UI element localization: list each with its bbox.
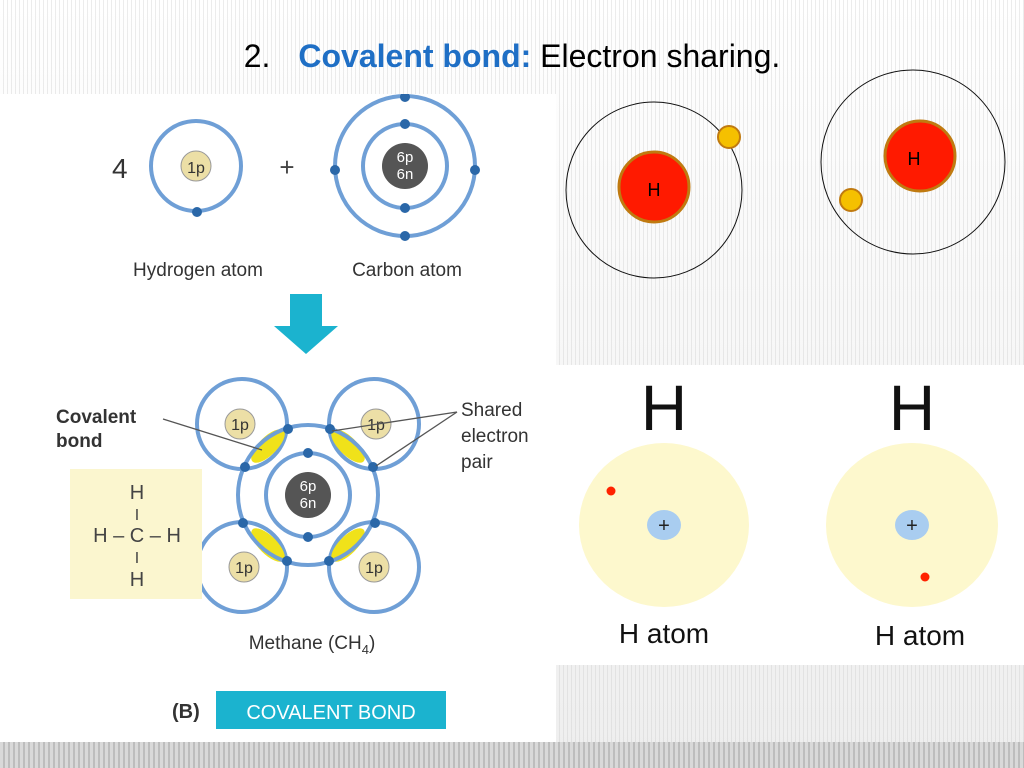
carbon-outer-orbit <box>236 423 380 567</box>
shared-electron <box>370 518 380 528</box>
formula-bottom-h: H <box>130 569 144 591</box>
shared-electron <box>368 462 378 472</box>
carbon-inner-electron <box>400 203 410 213</box>
h-atom-clouds-svg: H H + + H atom H atom <box>579 372 998 651</box>
shared-electron <box>325 424 335 434</box>
right-h-electron <box>920 572 930 582</box>
covalent-bond-figure-svg: 4 1p + 6p 6n Hydrogen atom Carbon atom <box>56 92 529 729</box>
shared-electron <box>282 556 292 566</box>
carbon-outer-electron <box>400 92 410 102</box>
shared-electron-region <box>251 429 285 463</box>
slide-title-rest: Electron sharing. <box>540 38 781 74</box>
methane-molecule: 6p 6n 1p 1p 1p 1p <box>195 377 421 614</box>
covalent-bond-label-line1: Covalent <box>56 407 137 428</box>
hydrogen-proton-label: 1p <box>235 560 253 577</box>
formula-bottom-bond: I <box>135 550 139 567</box>
left-hydrogen-nucleus <box>617 150 691 224</box>
hydrogen-count: 4 <box>112 153 128 184</box>
plus-sign: + <box>279 152 294 182</box>
right-h-nucleus-sign: + <box>906 515 918 537</box>
carbon-nucleus-bottom: 6n <box>397 166 414 183</box>
hydrogen-proton <box>358 551 390 583</box>
shared-electron <box>324 556 334 566</box>
shared-electron <box>240 462 250 472</box>
hydrogen-proton-label: 1p <box>367 417 385 434</box>
panel-title-bar <box>216 691 446 729</box>
hydrogen-proton <box>228 551 260 583</box>
shared-electron-region <box>331 429 365 463</box>
right-hydrogen-nucleus <box>883 119 957 193</box>
carbon-outer-electron <box>470 165 480 175</box>
hydrogen-proton-label: 1p <box>231 417 249 434</box>
slide-number: 2. <box>243 38 271 74</box>
covalent-bond-label-line2: bond <box>56 431 102 452</box>
left-h-nucleus-sign: + <box>658 515 670 537</box>
left-h-electron <box>606 486 616 496</box>
shared-leader-line <box>375 411 458 467</box>
shared-electron-region <box>331 528 365 562</box>
hydrogen-proton <box>180 150 212 182</box>
carbon-nucleus-top: 6p <box>300 478 317 495</box>
right-h-nucleus <box>895 510 929 540</box>
hydrogen-caption: Hydrogen atom <box>133 260 263 281</box>
carbon-inner-electron <box>303 532 313 542</box>
carbon-nucleus-bottom: 6n <box>300 495 317 512</box>
left-atom-orbit <box>565 101 743 279</box>
carbon-outer-electron <box>330 165 340 175</box>
left-h-nucleus <box>647 510 681 540</box>
slide-bottom-stripe <box>0 742 1024 768</box>
hydrogen-electron <box>192 207 202 217</box>
carbon-nucleus <box>382 143 428 189</box>
hydrogen-proton-label: 1p <box>365 560 383 577</box>
left-hydrogen-label: H <box>648 180 661 200</box>
panel-letter: (B) <box>172 701 200 723</box>
right-hydrogen-electron <box>839 188 863 212</box>
covalent-bond-leader-line <box>162 418 263 451</box>
down-arrow-icon <box>274 294 338 354</box>
formula-top-h: H <box>130 482 144 504</box>
shared-label-line1: Shared <box>461 400 522 421</box>
left-h-caption: H atom <box>619 618 709 649</box>
carbon-nucleus-top: 6p <box>397 149 414 166</box>
hydrogen-proton-label: 1p <box>187 160 205 177</box>
methane-caption: Methane (CH4) <box>249 633 376 657</box>
covalent-bond-figure: 4 1p + 6p 6n Hydrogen atom Carbon atom <box>0 92 556 742</box>
left-hydrogen-electron <box>717 125 741 149</box>
left-h-symbol: H <box>641 372 687 444</box>
shared-leader-line <box>331 411 458 432</box>
right-atom-orbit <box>820 69 1006 255</box>
carbon-inner-electron <box>400 119 410 129</box>
panel-title: COVALENT BOND <box>246 702 415 724</box>
slide-title-key: Covalent bond: <box>298 38 532 74</box>
carbon-inner-electron <box>303 448 313 458</box>
carbon-caption: Carbon atom <box>352 260 462 281</box>
structural-formula-box <box>70 469 202 599</box>
shared-electron-region <box>251 528 285 562</box>
slide-title: 2. Covalent bond: Electron sharing. <box>0 38 1024 75</box>
orbit-overlap-diagram: H H <box>565 69 1006 279</box>
right-hydrogen-label: H <box>908 149 921 169</box>
formula-top-bond: I <box>135 507 139 524</box>
shared-label-line2: electron <box>461 426 529 447</box>
right-h-caption: H atom <box>875 620 965 651</box>
right-h-symbol: H <box>889 372 935 444</box>
shared-electron <box>283 424 293 434</box>
shared-label-line3: pair <box>461 452 493 473</box>
hydrogen-proton <box>224 408 256 440</box>
formula-middle: H – C – H <box>93 525 181 547</box>
h-atom-clouds-panel: H H + + H atom H atom <box>556 365 1024 665</box>
carbon-nucleus <box>285 472 331 518</box>
carbon-outer-electron <box>400 231 410 241</box>
shared-electron <box>238 518 248 528</box>
